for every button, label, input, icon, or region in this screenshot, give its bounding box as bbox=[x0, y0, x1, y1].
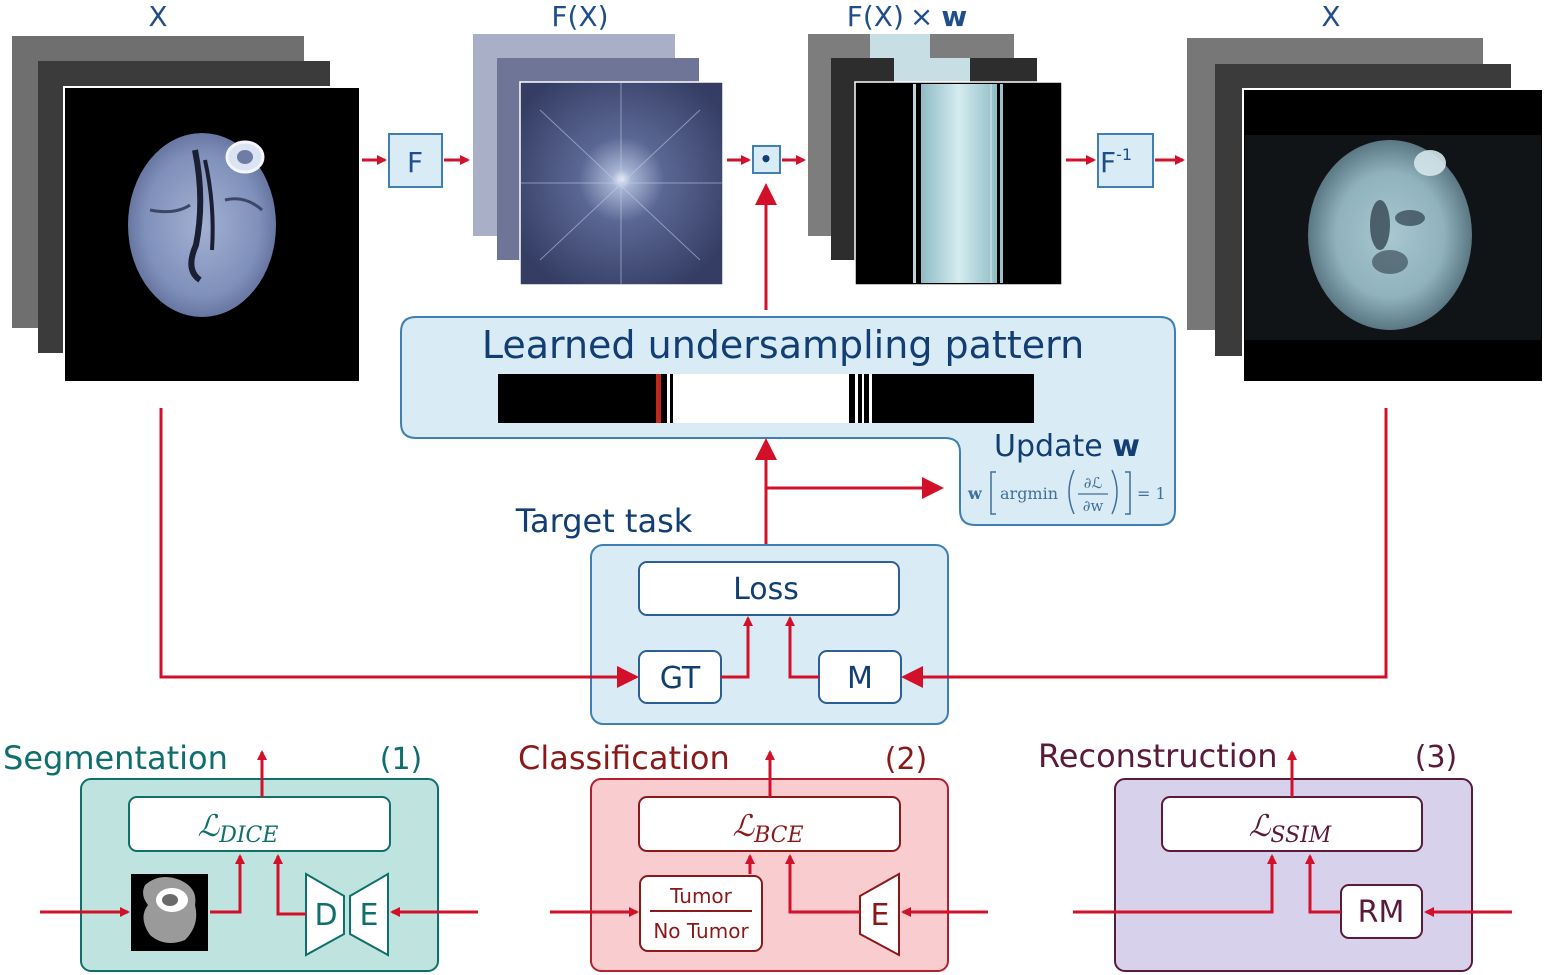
segmentation-loss: ℒDICE bbox=[198, 809, 279, 848]
rec-loss-sub: SSIM bbox=[1270, 823, 1331, 848]
rec-loss-script: ℒ bbox=[1249, 809, 1272, 844]
model-label: M bbox=[847, 661, 873, 696]
masked-label-w: w bbox=[941, 0, 967, 33]
update-w-prefix: Update bbox=[994, 429, 1112, 464]
formula-numerator: ∂ℒ bbox=[1084, 474, 1103, 492]
tumor-label: Tumor bbox=[669, 884, 733, 908]
reconstruction-loss: ℒSSIM bbox=[1249, 809, 1332, 848]
kspace-image bbox=[520, 82, 723, 285]
masked-label-times: × bbox=[910, 0, 933, 33]
inverse-fourier-op-box bbox=[1097, 133, 1154, 188]
gt-label: GT bbox=[660, 661, 701, 696]
update-w-label: Update w bbox=[994, 429, 1140, 464]
seg-loss-script: ℒ bbox=[198, 809, 221, 844]
input-label: X bbox=[148, 0, 167, 33]
brain-mri-image bbox=[128, 133, 276, 317]
segmentation-decoder: D bbox=[314, 898, 337, 933]
classification-encoder: E bbox=[871, 898, 890, 933]
classification-title: Classification bbox=[518, 739, 730, 777]
feedback-arrows bbox=[159, 408, 1388, 688]
inverse-fourier-op-label: F-1 bbox=[1100, 145, 1132, 179]
masked-kspace-image bbox=[913, 84, 1003, 283]
seg-loss-sub: DICE bbox=[218, 823, 278, 848]
fourier-image-stack bbox=[473, 34, 724, 286]
formula-rhs: = 1 bbox=[1137, 484, 1166, 503]
multiply-op-label: • bbox=[760, 147, 773, 171]
mask-pattern-bar bbox=[498, 374, 1034, 423]
update-w-bold: w bbox=[1112, 429, 1140, 464]
formula-denominator: ∂w bbox=[1083, 497, 1104, 515]
masked-label: F(X)×w bbox=[847, 0, 967, 33]
output-label: X bbox=[1321, 0, 1340, 33]
undersampling-title: Learned undersampling pattern bbox=[482, 323, 1084, 367]
multiply-op-box bbox=[752, 145, 781, 174]
reconstruction-number: (3) bbox=[1415, 740, 1458, 775]
classifier-encoder-icon bbox=[859, 872, 900, 957]
no-tumor-label: No Tumor bbox=[653, 919, 749, 943]
inverse-fourier-base: F bbox=[1100, 146, 1116, 179]
unet-icon bbox=[305, 872, 389, 957]
cls-loss-script: ℒ bbox=[732, 809, 755, 844]
update-formula: w argmin ∂ℒ ∂w = 1 bbox=[967, 469, 1166, 515]
segmentation-number: (1) bbox=[380, 742, 423, 777]
fourier-op-label: F bbox=[407, 146, 423, 179]
segmentation-encoder: E bbox=[360, 898, 379, 933]
masked-label-prefix: F(X) bbox=[847, 0, 904, 33]
loss-box bbox=[638, 561, 900, 616]
reconstruction-model: RM bbox=[1358, 895, 1405, 930]
classification-loss: ℒBCE bbox=[732, 809, 803, 848]
formula-w: w bbox=[967, 484, 983, 503]
classification-number: (2) bbox=[885, 742, 928, 777]
input-image-stack bbox=[12, 36, 361, 383]
segmentation-loss-box bbox=[128, 796, 391, 852]
cls-loss-sub: BCE bbox=[753, 823, 803, 848]
classification-arrows bbox=[550, 750, 988, 917]
masked-kspace-stack bbox=[808, 34, 1063, 286]
reconstruction-title: Reconstruction bbox=[1038, 737, 1277, 775]
segmentation-mask-image bbox=[131, 874, 208, 951]
segmentation-title: Segmentation bbox=[3, 739, 228, 777]
reconstruction-arrows bbox=[1073, 750, 1512, 917]
loss-label: Loss bbox=[733, 572, 799, 607]
target-task-title: Target task bbox=[515, 502, 693, 540]
top-arrows bbox=[362, 155, 1185, 310]
target-inner-arrows bbox=[721, 616, 819, 679]
segmentation-arrows bbox=[40, 750, 478, 917]
tumor-label-box bbox=[639, 875, 763, 952]
fourier-label: F(X) bbox=[551, 0, 608, 33]
fourier-op-box bbox=[388, 133, 443, 188]
update-arrows bbox=[755, 438, 944, 562]
inverse-fourier-sup: -1 bbox=[1116, 145, 1132, 164]
reconstructed-brain-image bbox=[1308, 140, 1472, 330]
formula-argmin: argmin bbox=[1000, 484, 1058, 503]
output-image-stack bbox=[1187, 38, 1544, 383]
